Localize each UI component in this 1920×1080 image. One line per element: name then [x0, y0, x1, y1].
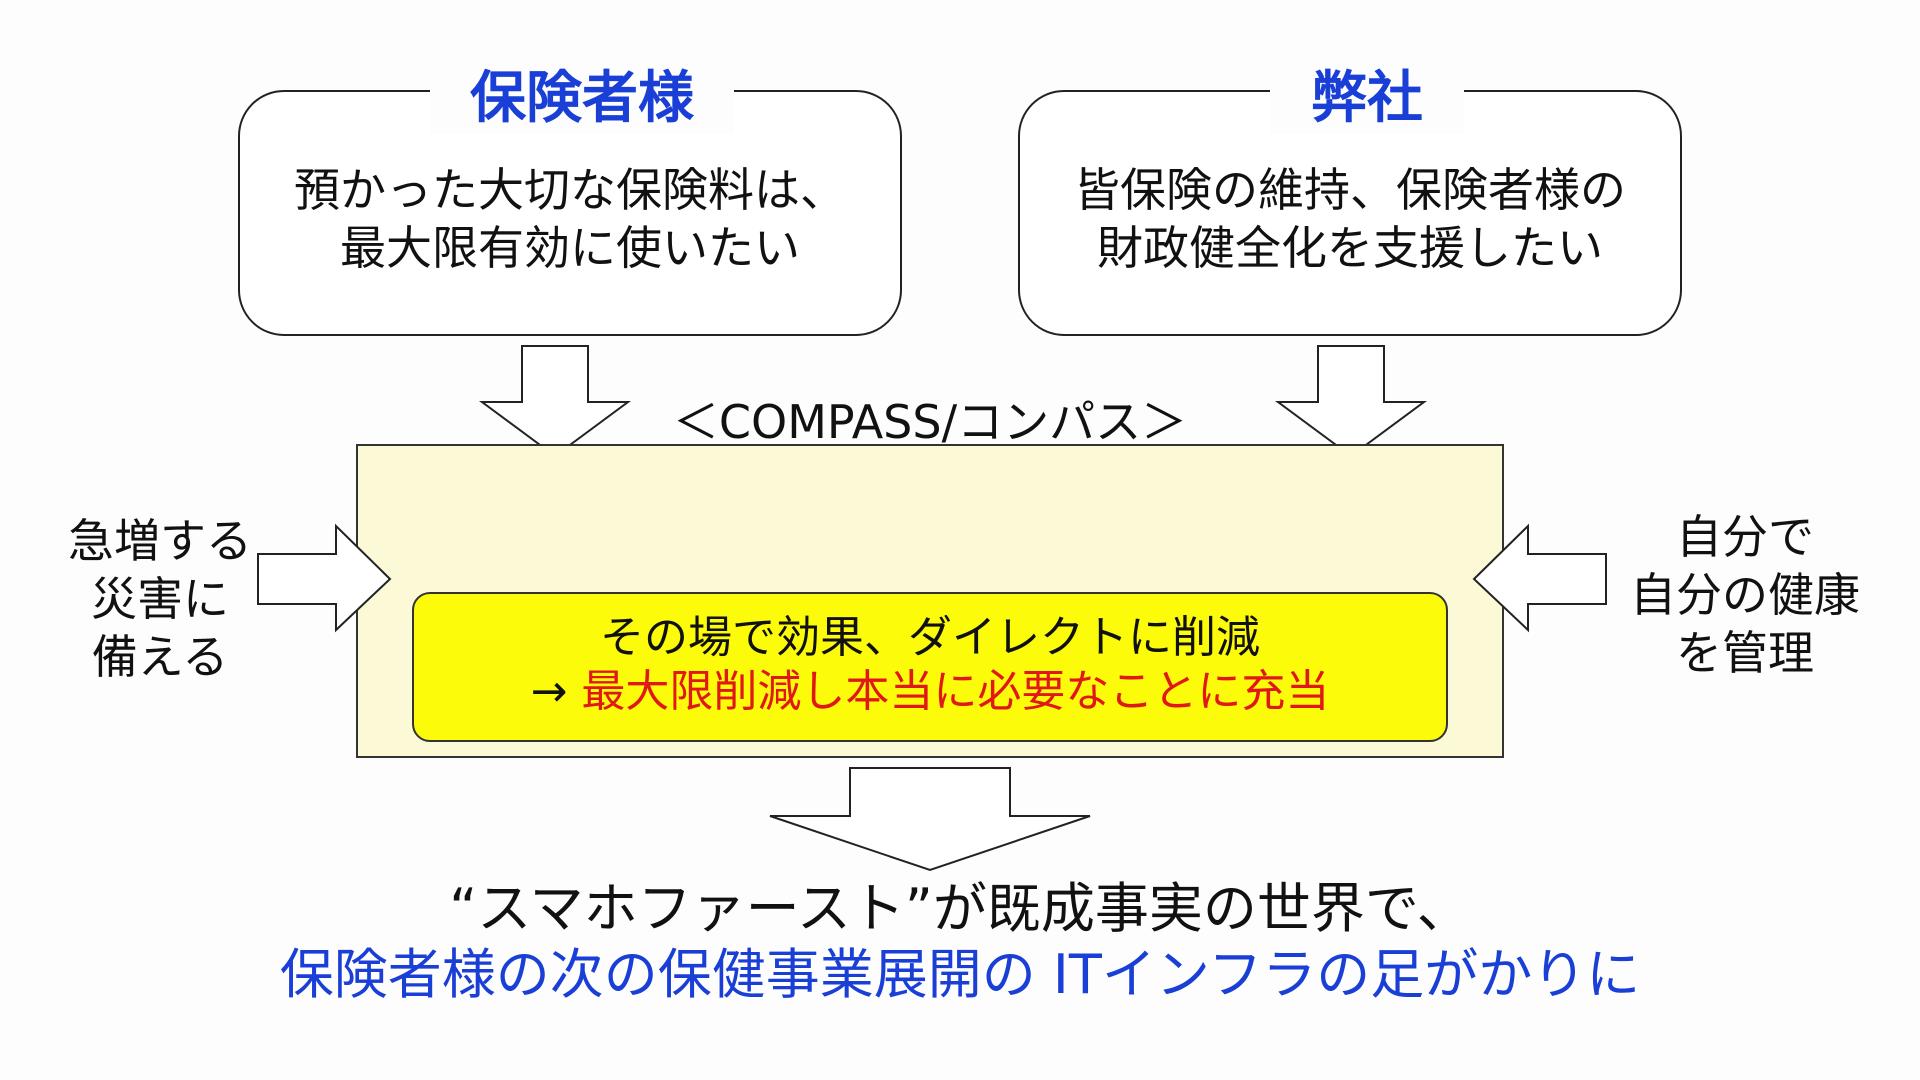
left-side-line2: 災害に [91, 572, 229, 626]
right-side-arrow [1472, 523, 1607, 633]
left-side-line1: 急増する [68, 514, 252, 568]
conclusion-line2: 保険者様の次の保健事業展開の ITインフラの足がかりに [279, 943, 1641, 1006]
company-box-line1: 皆保険の維持、保険者様の [1074, 163, 1626, 217]
left-down-arrow [478, 345, 632, 458]
compass-inner-line1: その場で効果、ダイレクトに削減 [600, 612, 1260, 663]
compass-inner-highlight: 最大限削減し本当に必要なことに充当 [581, 666, 1330, 717]
compass-inner-box: その場で効果、ダイレクトに削減 → 最大限削減し本当に必要なことに充当 [412, 592, 1448, 742]
insurer-box-line1: 預かった大切な保険料は、 [294, 163, 846, 217]
bottom-down-arrow [769, 767, 1091, 872]
right-down-arrow [1274, 345, 1428, 458]
inner-arrow-glyph: → [530, 666, 582, 717]
left-side-arrow [257, 523, 392, 633]
right-side-line3: を管理 [1676, 626, 1814, 680]
right-side-line2: 自分の健康 [1630, 568, 1860, 622]
right-side-line1: 自分で [1676, 510, 1814, 564]
company-box-line2: 財政健全化を支援したい [1097, 221, 1603, 275]
insurer-box-title: 保険者様 [430, 64, 734, 134]
compass-label: ＜COMPASS/コンパス＞ [672, 395, 1188, 449]
insurer-box-line2: 最大限有効に使いたい [340, 221, 800, 275]
left-side-line3: 備える [91, 630, 229, 684]
conclusion-line1: “スマホファースト”が既成事実の世界で、 [449, 877, 1471, 940]
company-box-title: 弊社 [1270, 64, 1464, 134]
compass-inner-line2: → 最大限削減し本当に必要なことに充当 [414, 664, 1446, 720]
